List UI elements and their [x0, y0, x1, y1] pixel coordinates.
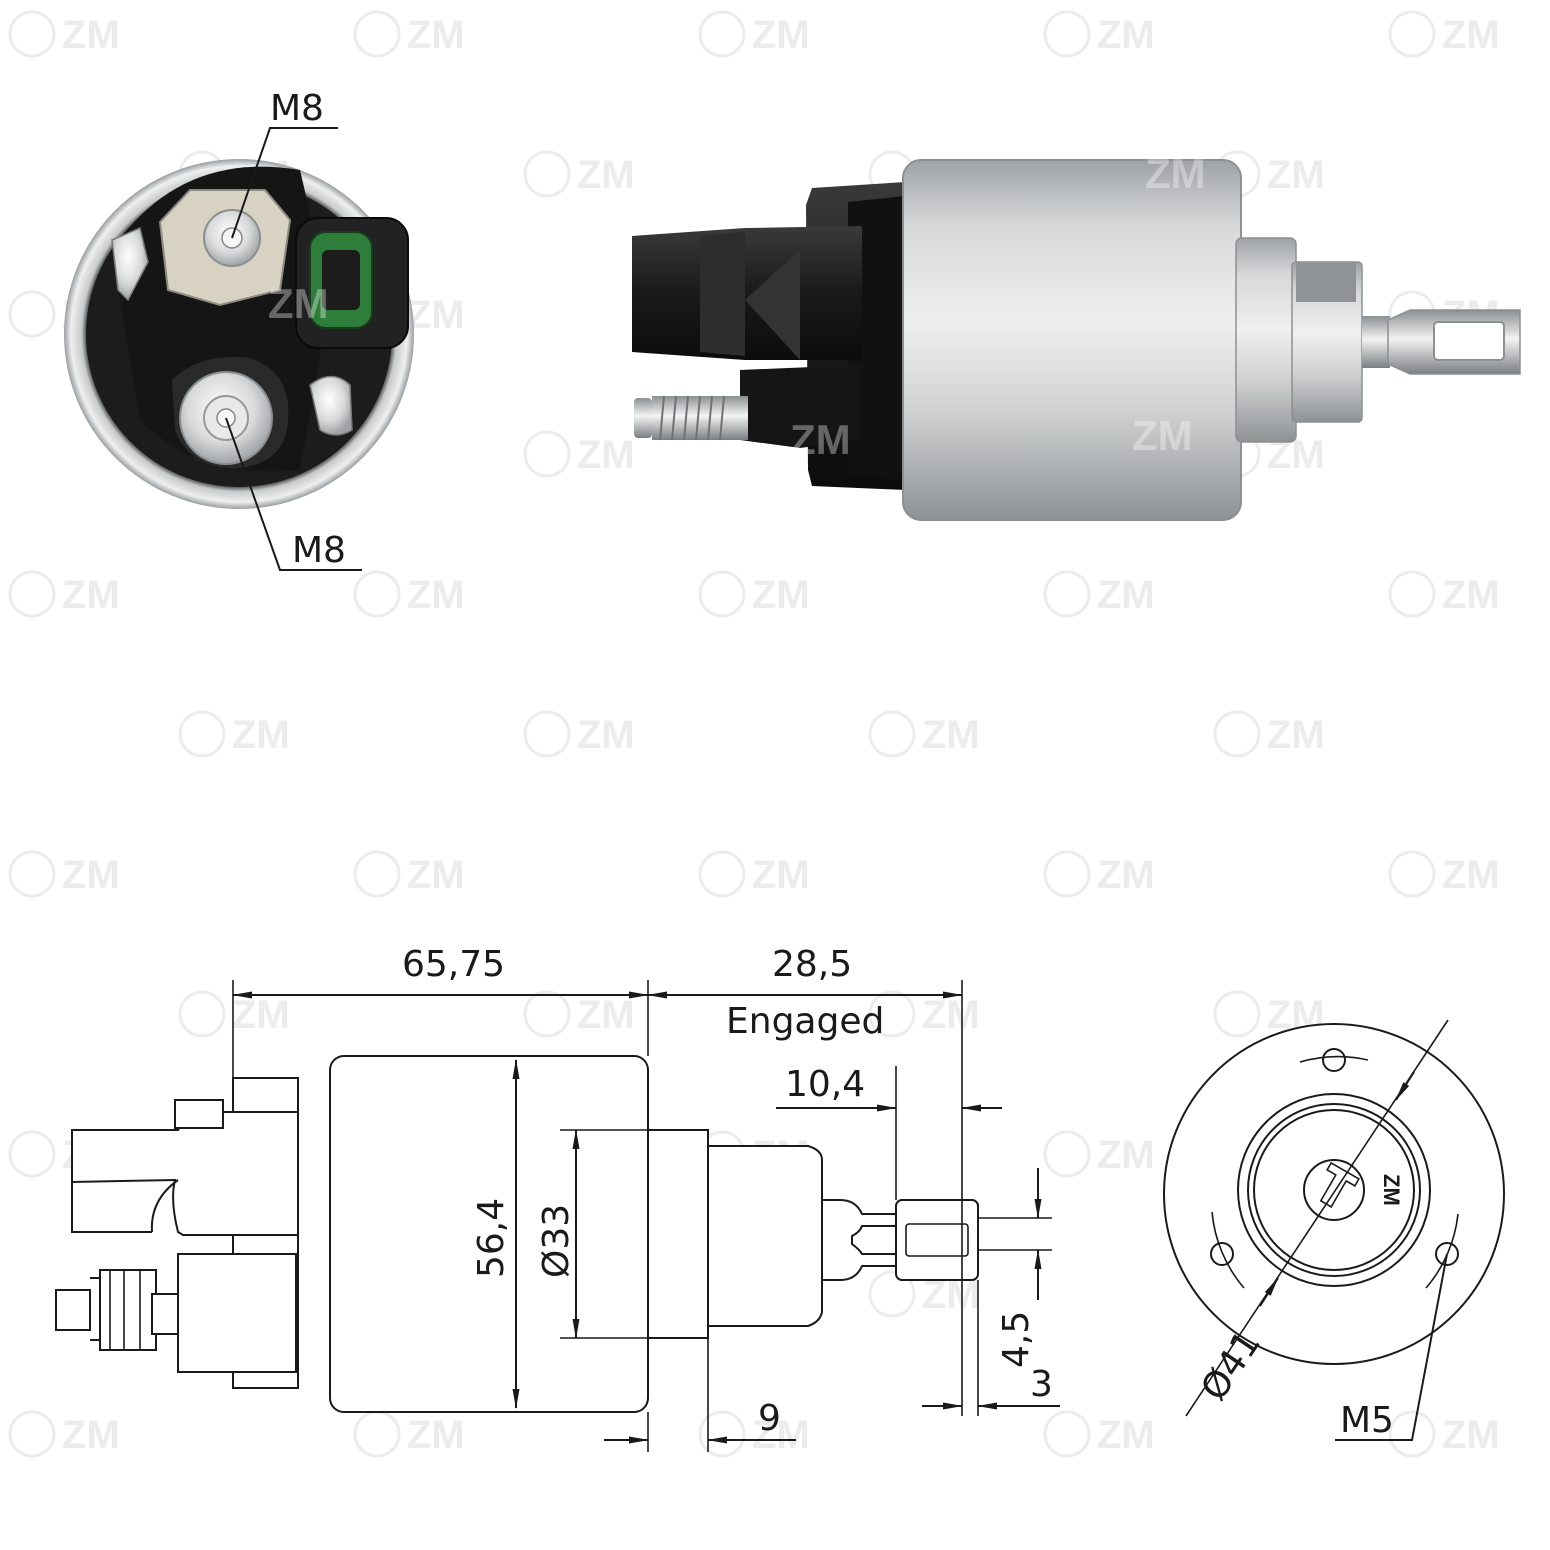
dim-body-length: 65,75: [402, 944, 505, 985]
watermark-tile: ZM: [1043, 1410, 1155, 1458]
watermark-tile: ZM: [353, 10, 465, 58]
watermark-text: ZM: [577, 153, 635, 197]
watermark-text: ZM: [1097, 1413, 1155, 1457]
watermark-text: ZM: [1442, 13, 1500, 57]
dim-nose-diameter: Ø33: [536, 1204, 577, 1278]
watermark-text: ZM: [407, 13, 465, 57]
watermark-tile: ZM: [178, 710, 290, 758]
watermark-tile: ZM: [8, 570, 120, 618]
watermark-text: ZM: [1097, 573, 1155, 617]
watermark-text: ZM: [407, 293, 465, 337]
dim-eye-width: 4,5: [996, 1311, 1037, 1368]
watermark-tile: ZM: [523, 430, 635, 478]
watermark-tile: ZM: [1388, 570, 1500, 618]
watermark-tile: ZM: [1043, 1130, 1155, 1178]
drawing-end-view: [1163, 1019, 1505, 1441]
watermark-text: ZM: [752, 1413, 810, 1457]
watermark-text: ZM: [1442, 573, 1500, 617]
photo-side-watermark-2: ZM: [1132, 412, 1193, 459]
watermark-tile: ZM: [353, 290, 465, 338]
watermark-text: ZM: [1267, 153, 1325, 197]
watermark-tile: ZM: [1043, 10, 1155, 58]
watermark-text: ZM: [1097, 853, 1155, 897]
dim-nose-length: 9: [758, 1398, 781, 1439]
watermark-text: ZM: [752, 13, 810, 57]
watermark-tile: ZM: [8, 850, 120, 898]
photo-side-view: ZM ZM ZM: [632, 150, 1521, 521]
dim-mount-thread: M5: [1340, 1400, 1394, 1441]
watermark-text: ZM: [62, 13, 120, 57]
watermark-tile: ZM: [178, 990, 290, 1038]
watermark-text: ZM: [62, 1413, 120, 1457]
watermark-text: ZM: [232, 993, 290, 1037]
dim-eye-offset: 3: [1030, 1364, 1053, 1405]
watermark-text: ZM: [922, 713, 980, 757]
watermark-tile: ZM: [1213, 710, 1325, 758]
end-view-mark: ZM: [1379, 1174, 1404, 1206]
watermark-tile: ZM: [1388, 1410, 1500, 1458]
watermark-text: ZM: [407, 853, 465, 897]
watermark-tile: ZM: [868, 990, 980, 1038]
end-view-callouts: [225, 127, 362, 571]
dim-body-diameter: 56,4: [471, 1198, 512, 1278]
dim-plunger-travel: 28,5: [772, 944, 852, 985]
callout-top-terminal: M8: [270, 88, 324, 129]
watermark-tile: ZM: [1043, 850, 1155, 898]
watermark-tile: ZM: [698, 570, 810, 618]
watermark-text: ZM: [1442, 853, 1500, 897]
watermark-text: ZM: [62, 853, 120, 897]
watermark-text: ZM: [577, 993, 635, 1037]
watermark-tile: ZM: [698, 850, 810, 898]
watermark-tile: ZM: [353, 570, 465, 618]
watermark-text: ZM: [1097, 13, 1155, 57]
watermark-tile: ZM: [698, 1410, 810, 1458]
watermark-text: ZM: [1267, 713, 1325, 757]
watermark-tile: ZM: [353, 1410, 465, 1458]
watermark-tile: ZM: [523, 150, 635, 198]
photo-side-watermark-1: ZM: [1145, 150, 1206, 197]
watermark-tile: ZM: [8, 10, 120, 58]
watermark-tile: ZM: [868, 710, 980, 758]
watermark-tile: ZM: [1388, 10, 1500, 58]
watermark-tile: ZM: [523, 710, 635, 758]
watermark-text: ZM: [752, 573, 810, 617]
watermark-tile: ZM: [523, 990, 635, 1038]
watermark-text: ZM: [62, 573, 120, 617]
watermark-tile: ZM: [1213, 150, 1325, 198]
watermark-text: ZM: [407, 573, 465, 617]
watermark-text: ZM: [1097, 1133, 1155, 1177]
dim-plunger-travel-note: Engaged: [726, 1001, 884, 1042]
watermark-text: ZM: [407, 1413, 465, 1457]
watermark-text: ZM: [922, 993, 980, 1037]
dim-eye-length: 10,4: [785, 1064, 865, 1105]
watermark-tile: ZM: [1388, 850, 1500, 898]
watermark-text: ZM: [577, 713, 635, 757]
watermark-tile: ZM: [698, 10, 810, 58]
side-dimension-lines: [232, 980, 1060, 1452]
watermark-tile: ZM: [8, 1410, 120, 1458]
photo-watermark: ZM: [268, 280, 329, 327]
watermark-tile: ZM: [353, 850, 465, 898]
callout-bottom-terminal: M8: [292, 530, 346, 571]
watermark-tile: ZM: [1043, 570, 1155, 618]
watermark-text: ZM: [752, 853, 810, 897]
watermark-text: ZM: [577, 433, 635, 477]
photo-side-watermark-3: ZM: [790, 416, 851, 463]
drawing-side-view: [55, 1055, 979, 1413]
watermark-text: ZM: [232, 713, 290, 757]
watermark-text: ZM: [1442, 1413, 1500, 1457]
